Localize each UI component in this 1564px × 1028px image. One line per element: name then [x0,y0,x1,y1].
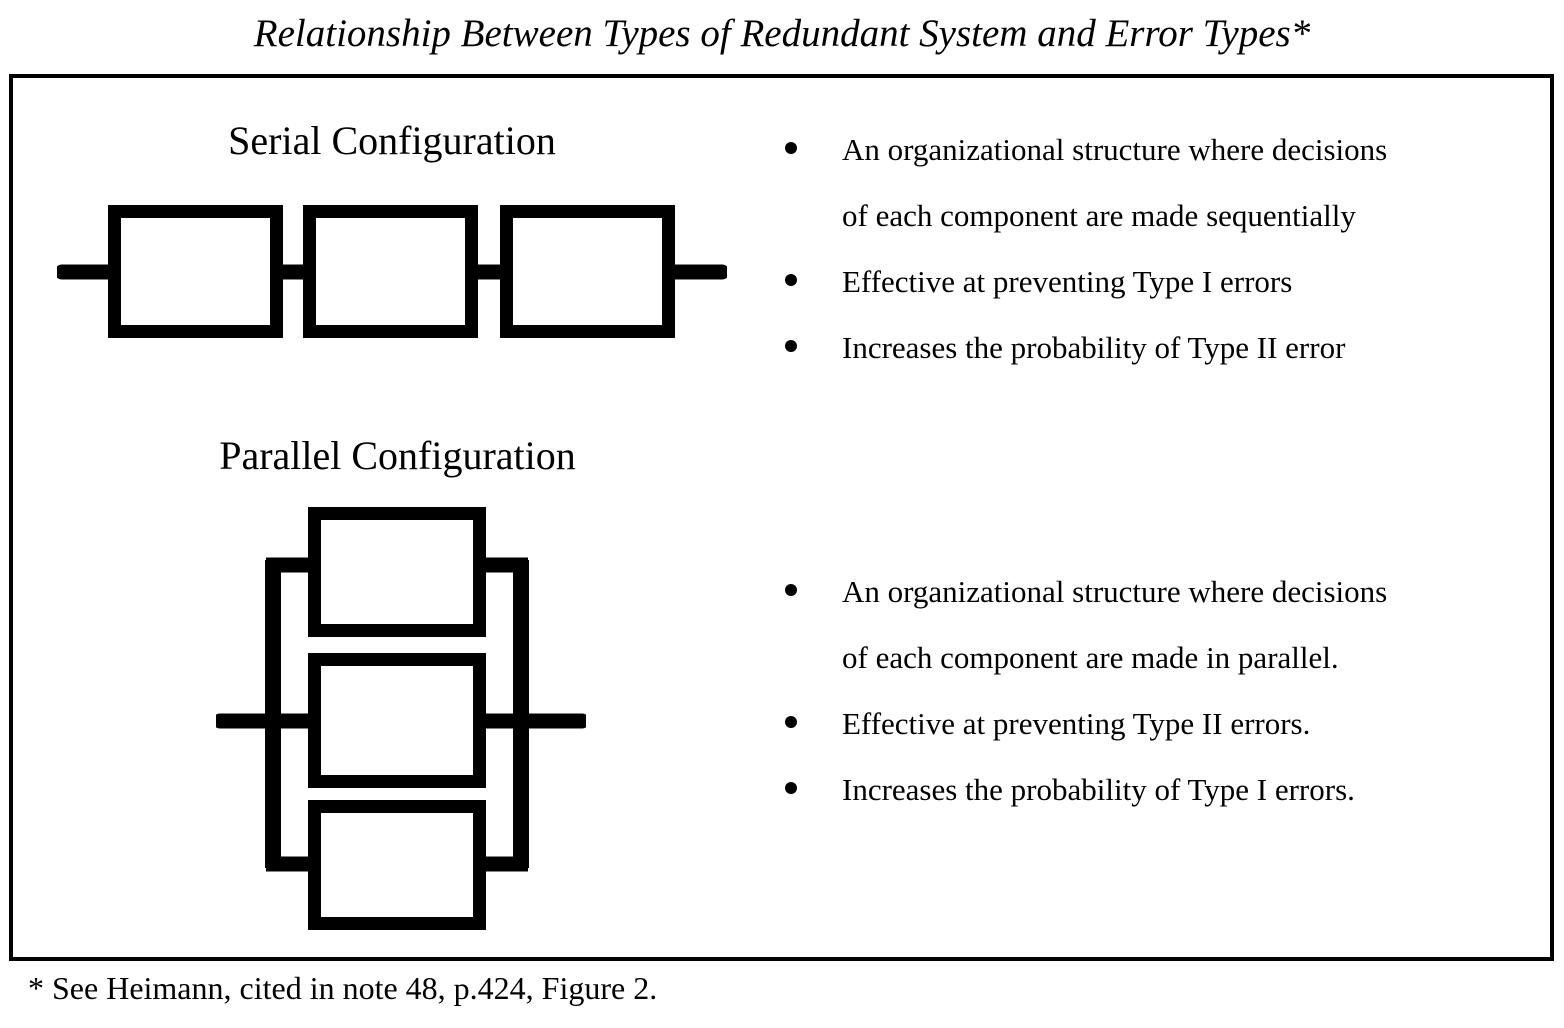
parallel-heading: Parallel Configuration [219,433,576,478]
parallel-bullet-1-continued: of each component are made in parallel. [842,640,1339,675]
parallel-bullet-3: Increases the probability of Type I erro… [783,768,1355,812]
serial-bullet-3: Increases the probability of Type II err… [783,326,1345,370]
bullet-icon [785,340,797,352]
serial-diagram-icon [57,205,727,338]
bullet-icon [785,274,797,286]
serial-box-3 [500,205,675,338]
parallel-bullet-1: An organizational structure where decisi… [783,570,1387,614]
parallel-box-2 [308,653,486,788]
parallel-box-3 [308,800,486,930]
bullet-icon [785,716,797,728]
serial-box-1 [108,205,283,338]
bullet-icon [785,584,797,596]
serial-box-2 [303,205,478,338]
parallel-diagram-icon [216,507,586,930]
footnote: * See Heimann, cited in note 48, p.424, … [28,970,658,1006]
serial-bullet-2: Effective at preventing Type I errors [783,260,1292,304]
bullet-icon [785,782,797,794]
figure-title: Relationship Between Types of Redundant … [253,12,1311,55]
parallel-box-1 [308,507,486,637]
bullet-icon [785,142,797,154]
parallel-bullet-2: Effective at preventing Type II errors. [783,702,1310,746]
serial-bullet-1-continued: of each component are made sequentially [842,198,1356,233]
serial-heading: Serial Configuration [228,118,556,163]
serial-bullet-1: An organizational structure where decisi… [783,128,1387,172]
